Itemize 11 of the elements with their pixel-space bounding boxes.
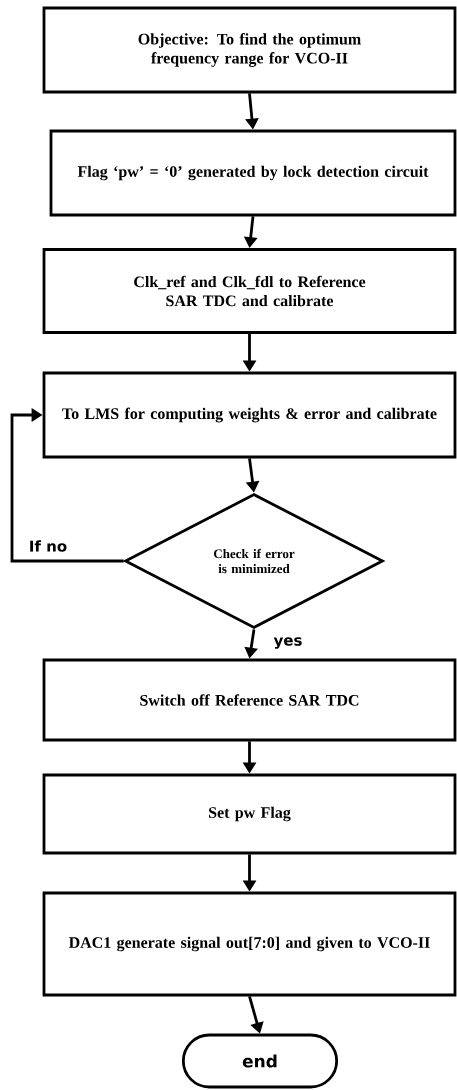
process-box: Set pw Flag (42, 773, 457, 855)
process-box: Flag ‘pw’ = ‘0’ generated by lock detection circuit (49, 129, 457, 217)
process-box: Objective: To find the optimum frequency range for VCO-II (42, 6, 457, 94)
edge-label: yes (272, 636, 304, 650)
process-box: To LMS for computing weights & error and calibrate (42, 371, 457, 459)
process-box: Switch off Reference SAR TDC (42, 658, 457, 742)
edge-label: If no (27, 539, 69, 553)
process-box: DAC1 generate signal out[7:0] and given to VCO-II (42, 891, 457, 997)
process-box: Clk_ref and Clk_fdl to Reference SAR TDC and calibrate (42, 248, 457, 334)
arrow (10, 408, 124, 563)
end-terminal: end (181, 1033, 339, 1089)
